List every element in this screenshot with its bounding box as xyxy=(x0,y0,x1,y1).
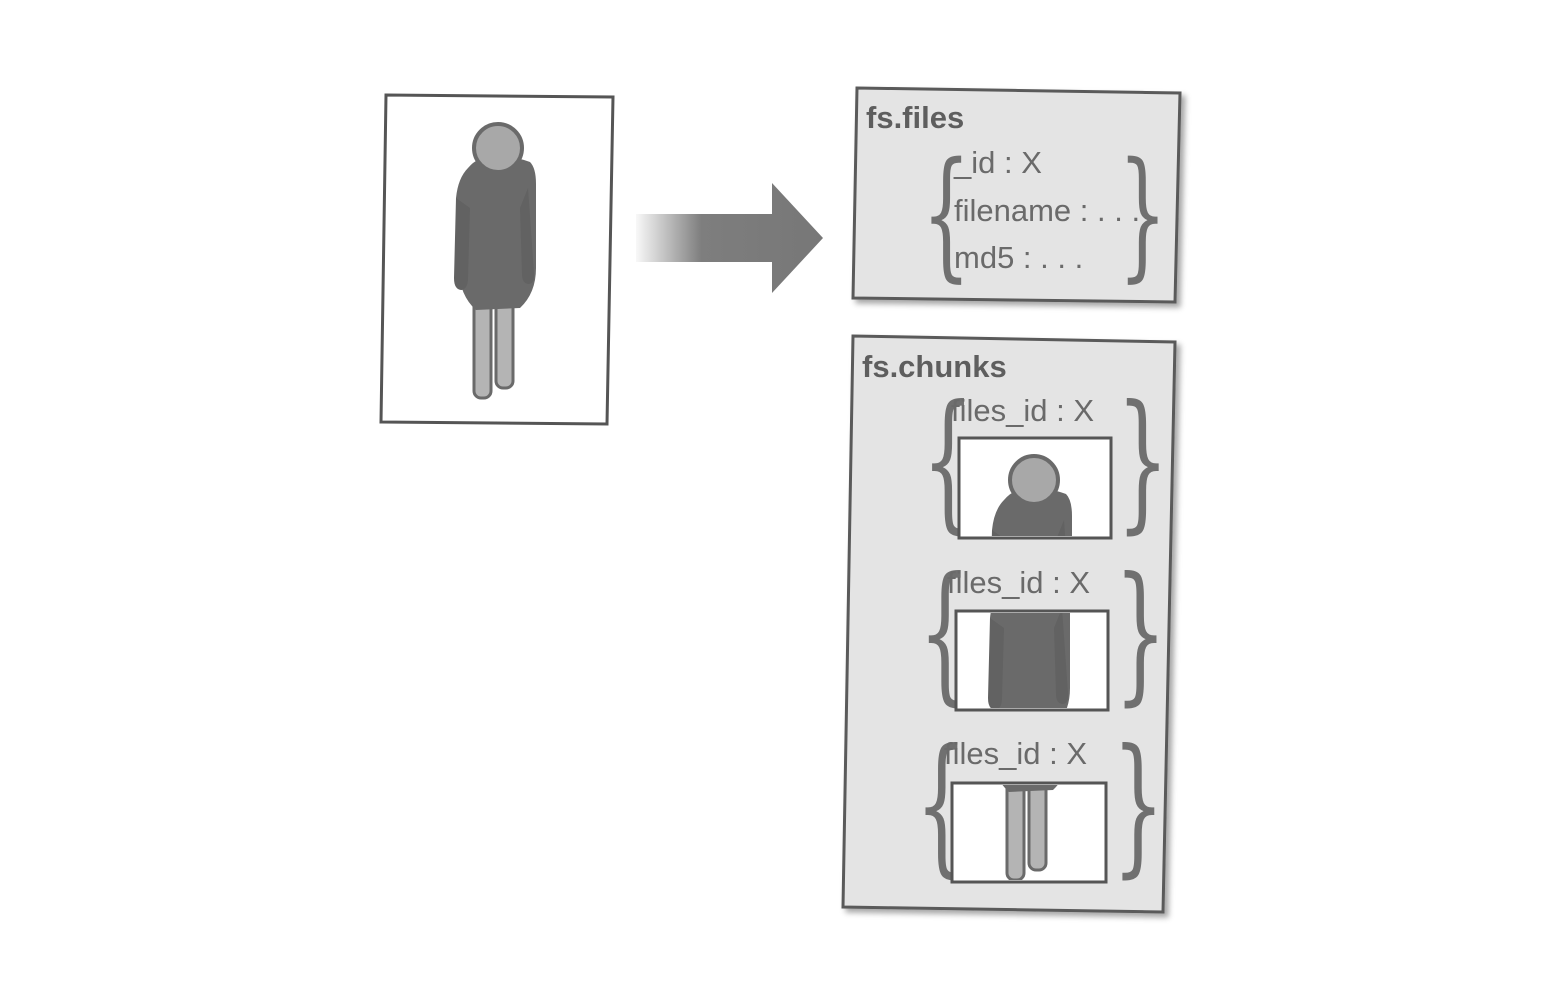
chunk-files-id: files_id : X xyxy=(944,736,1087,771)
svg-text:}: } xyxy=(1112,717,1164,892)
svg-text:}: } xyxy=(1117,373,1169,548)
field-id: _id : X xyxy=(953,145,1042,180)
fs-files-box: fs.files { } _id : X filename : . . . md… xyxy=(853,88,1180,302)
original-file-box xyxy=(381,95,613,424)
field-md5: md5 : . . . xyxy=(954,240,1083,275)
arrow-right-icon xyxy=(636,183,823,293)
chunk-files-id: files_id : X xyxy=(951,393,1094,428)
fs-chunks-box: fs.chunks { } files_id : X { } files_id … xyxy=(843,336,1175,912)
chunk-files-id: files_id : X xyxy=(947,565,1090,600)
svg-text:}: } xyxy=(1114,545,1166,720)
field-filename: filename : . . . xyxy=(954,193,1140,228)
fs-files-title: fs.files xyxy=(866,100,964,135)
